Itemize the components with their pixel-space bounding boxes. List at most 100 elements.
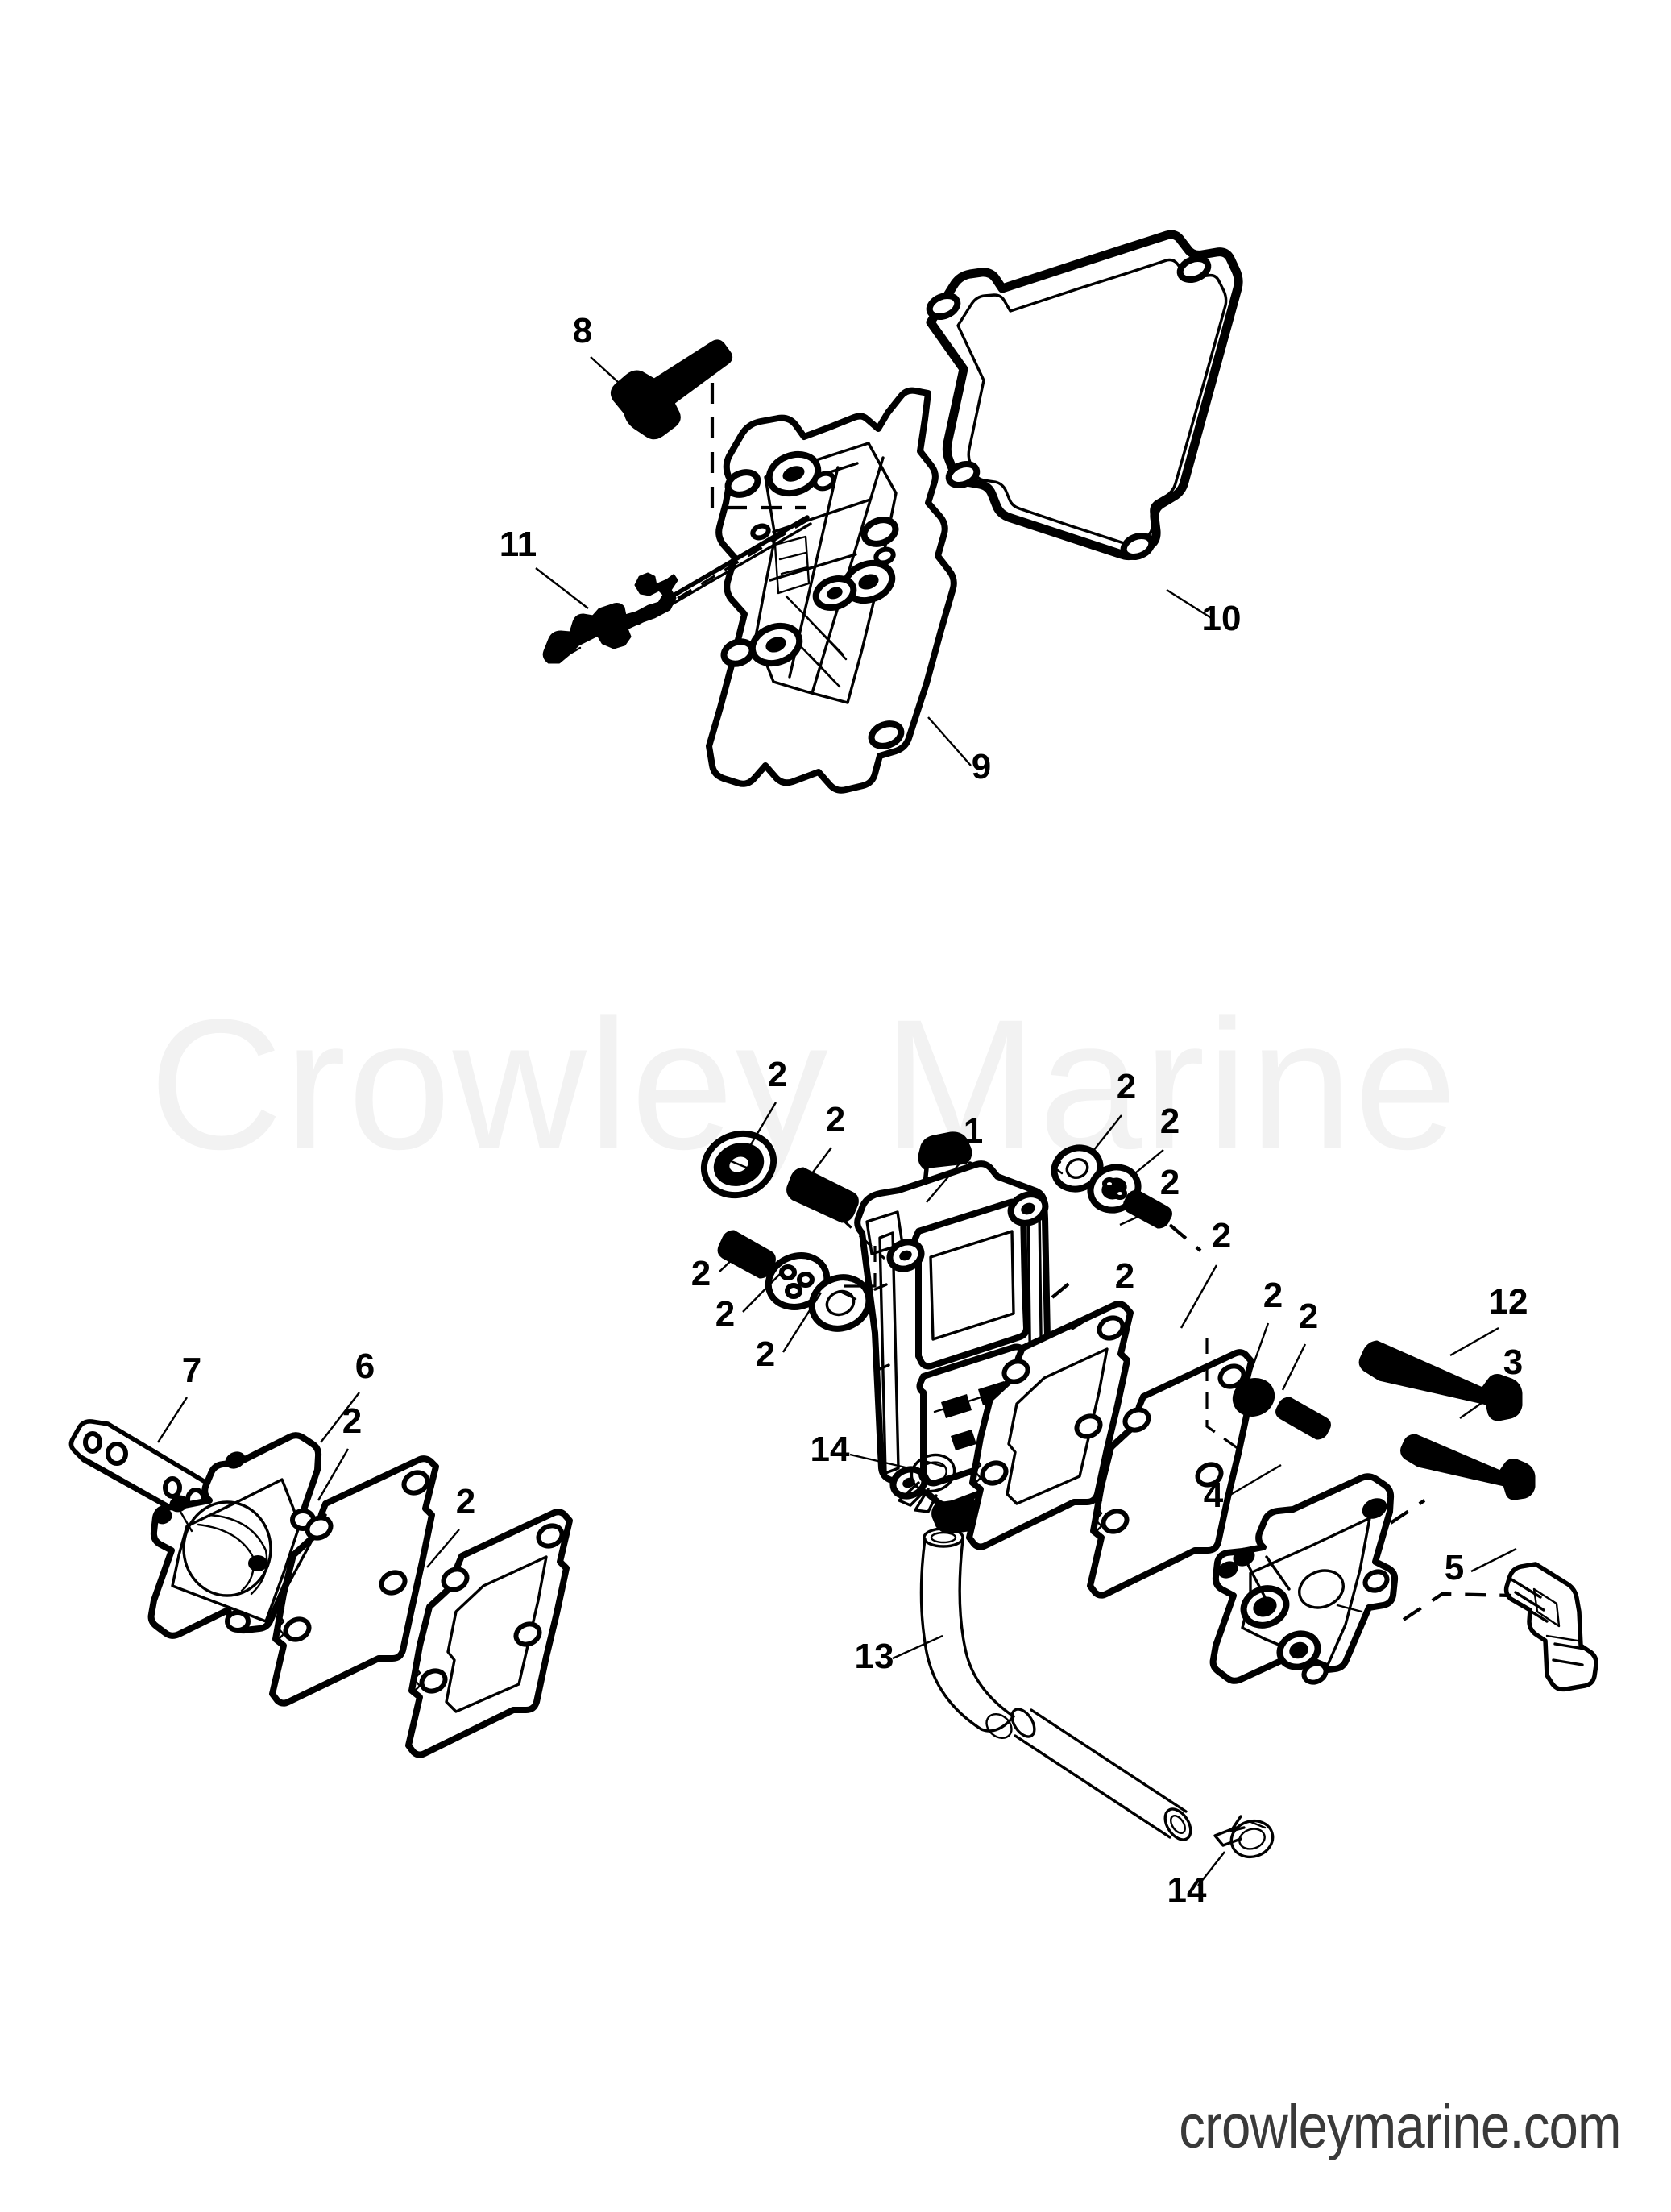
callout-2-pump-pin: 2 xyxy=(691,1240,753,1293)
leader-line xyxy=(1130,1149,1164,1177)
callout-1-fuel-pump-body: 1 xyxy=(926,1111,983,1203)
callout-2-pump-cover-spring: 2 xyxy=(1281,1297,1318,1391)
leader-line xyxy=(1281,1343,1307,1391)
leader-line xyxy=(1449,1326,1499,1357)
callout-number: 2 xyxy=(1299,1297,1318,1336)
callout-4-pump-cover-plate: 4 xyxy=(1204,1463,1282,1515)
part-pump-pin xyxy=(717,1230,776,1279)
callout-number: 13 xyxy=(855,1637,894,1676)
callout-number: 1 xyxy=(964,1111,983,1151)
part-pump-cover-spring xyxy=(1275,1397,1331,1440)
callout-2-pump-valve-plunger: 2 xyxy=(1119,1163,1180,1226)
leader-line xyxy=(744,1102,777,1155)
assembly-axis-cover xyxy=(1205,1338,1242,1452)
leader-line xyxy=(1197,1851,1225,1886)
assembly-axis-rod xyxy=(653,516,813,614)
assembly-axis-checkvalve xyxy=(1051,1276,1078,1299)
leader-line xyxy=(320,1392,360,1443)
callout-number: 12 xyxy=(1489,1282,1528,1322)
callout-7-link-arm: 7 xyxy=(156,1351,201,1443)
callout-number: 3 xyxy=(1503,1343,1523,1382)
part-cover-screw-short xyxy=(1400,1434,1536,1500)
callout-number: 2 xyxy=(691,1254,711,1293)
callout-2-pump-valve-retainer: 2 xyxy=(756,1292,823,1374)
part-pump-adapter-plate xyxy=(147,1432,323,1639)
callout-2-pump-diaphragm-washer: 2 xyxy=(744,1055,787,1155)
callout-2-adapter-gasket: 2 xyxy=(426,1482,475,1568)
callout-number: 4 xyxy=(1204,1475,1224,1515)
callout-number: 6 xyxy=(355,1347,375,1386)
callout-2-pump-spring: 2 xyxy=(802,1100,845,1187)
gasket-hole xyxy=(945,460,981,489)
assembly-axis-valve xyxy=(844,1243,877,1288)
part-pump-outer-diaphragm xyxy=(1087,1349,1254,1599)
leader-line xyxy=(1459,1387,1504,1419)
callout-number: 10 xyxy=(1202,599,1242,638)
callout-12-cover-screw-long: 12 xyxy=(1449,1282,1528,1357)
part-pump-check-valve-washer xyxy=(1051,1144,1104,1193)
callout-number: 5 xyxy=(1445,1548,1464,1587)
callout-number: 2 xyxy=(1160,1163,1180,1202)
callout-6-pump-adapter-plate: 6 xyxy=(320,1347,375,1443)
callout-number: 2 xyxy=(1117,1067,1136,1106)
leader-line xyxy=(927,716,972,766)
part-pump-cover-plate xyxy=(1209,1473,1399,1685)
leader-line xyxy=(590,356,637,400)
leader-line xyxy=(1093,1114,1122,1152)
assembly-axis-plunger xyxy=(1168,1223,1202,1252)
callout-14-hose-clamp-lower: 14 xyxy=(1167,1851,1225,1910)
leader-line xyxy=(892,1634,943,1660)
callout-10-cover-gasket: 10 xyxy=(1166,588,1242,638)
gasket-hole xyxy=(1120,532,1155,561)
part-adapter-diaphragm xyxy=(269,1455,439,1707)
watermark-text: Crowley Marine xyxy=(149,981,1459,1188)
leader-line xyxy=(782,1292,823,1353)
callout-number: 2 xyxy=(1160,1102,1180,1141)
callout-5-elbow-fitting: 5 xyxy=(1445,1547,1517,1587)
leader-line xyxy=(317,1448,350,1501)
callout-2-pump-center-gasket: 2 xyxy=(1071,1256,1134,1331)
callout-2-pump-cover-washer: 2 xyxy=(1246,1276,1283,1380)
callout-2-pump-outer-diaphragm: 2 xyxy=(1180,1216,1231,1329)
callout-number: 14 xyxy=(811,1430,850,1469)
assembly-axis-screw-long xyxy=(1368,1352,1405,1381)
callout-number: 7 xyxy=(182,1351,201,1390)
callout-number: 8 xyxy=(573,311,592,351)
callout-13-fuel-hose: 13 xyxy=(855,1634,943,1676)
callout-2-adapter-diaphragm: 2 xyxy=(317,1401,362,1501)
part-hose-clamp-upper xyxy=(898,1453,956,1513)
callout-2-pump-check-valve-washer: 2 xyxy=(1093,1067,1136,1152)
leader-line xyxy=(742,1270,784,1313)
leader-line xyxy=(535,567,589,609)
assembly-axis-spring xyxy=(838,1215,886,1260)
callout-number: 2 xyxy=(456,1482,475,1521)
part-mounting-screw xyxy=(610,339,733,440)
leader-line xyxy=(1166,588,1213,620)
callout-9-fuel-pump-cover: 9 xyxy=(927,716,991,786)
callout-8-mounting-screw: 8 xyxy=(573,311,637,400)
leader-line xyxy=(926,1158,964,1203)
callout-number: 14 xyxy=(1167,1870,1207,1910)
callout-number: 11 xyxy=(500,525,537,564)
leader-line xyxy=(426,1529,460,1568)
callout-number: 2 xyxy=(1115,1256,1134,1296)
assembly-axis-screw-short xyxy=(1389,1499,1426,1525)
part-link-arm xyxy=(68,1419,213,1518)
leader-line xyxy=(156,1397,189,1443)
leader-line xyxy=(849,1453,910,1470)
gasket-hole xyxy=(1176,255,1212,284)
assembly-axis-screw xyxy=(710,348,806,510)
part-fuel-pump-cover xyxy=(706,387,957,794)
part-pump-valve-plunger xyxy=(1123,1189,1172,1229)
callout-number: 2 xyxy=(1212,1216,1231,1255)
callout-number: 2 xyxy=(715,1294,735,1334)
leader-line xyxy=(1229,1463,1282,1496)
leader-line xyxy=(1470,1547,1517,1573)
leader-line xyxy=(1119,1205,1162,1226)
callout-2-pump-valve-disc: 2 xyxy=(715,1270,784,1334)
part-adapter-gasket xyxy=(405,1509,573,1758)
callout-2-pump-check-valve-seat: 2 xyxy=(1130,1102,1180,1177)
